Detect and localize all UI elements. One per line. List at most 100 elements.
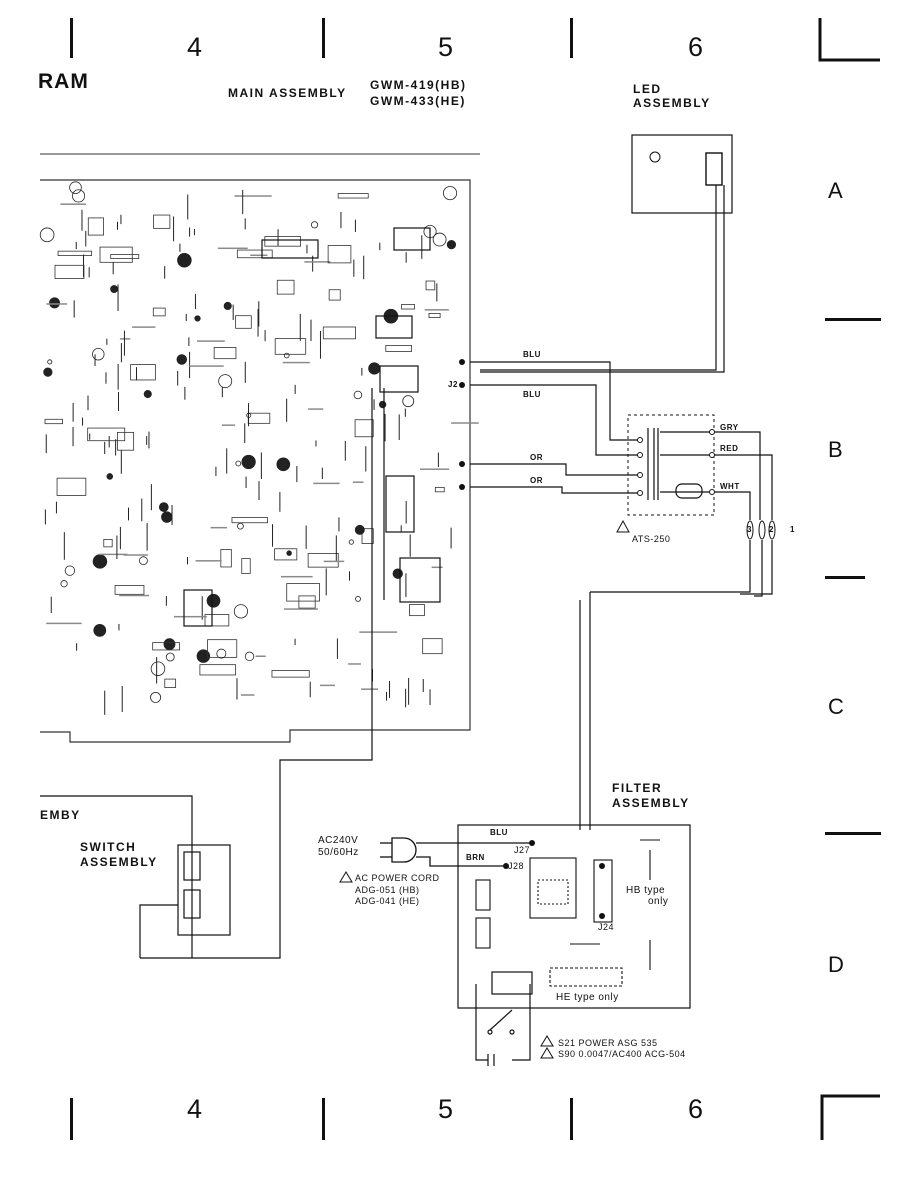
board-component-mark xyxy=(143,390,152,399)
wiring-harness xyxy=(140,185,773,959)
board-component-mark xyxy=(54,264,85,279)
column-number-top-4: 4 xyxy=(187,32,203,62)
board-component-mark xyxy=(348,663,361,665)
filter-wire-blu: BLU xyxy=(490,828,508,837)
column-number-bottom-5: 5 xyxy=(438,1094,454,1124)
led-symbol xyxy=(649,151,661,163)
board-component-mark xyxy=(247,412,271,424)
board-component-mark xyxy=(235,460,242,467)
wire-label-or-1: OR xyxy=(530,453,543,462)
board-component-mark xyxy=(246,412,252,418)
board-component-mark xyxy=(69,181,82,194)
wire-label-wht: WHT xyxy=(720,482,740,491)
board-component-mark xyxy=(401,304,415,310)
board-component-mark xyxy=(92,554,108,569)
board-component-mark xyxy=(378,400,387,409)
board-component-mark xyxy=(328,289,341,301)
board-component-mark xyxy=(221,424,236,426)
board-component-mark xyxy=(322,326,356,340)
board-component-mark xyxy=(165,652,175,662)
board-component-mark xyxy=(217,247,248,250)
board-component-mark xyxy=(196,649,211,663)
board-component-mark xyxy=(130,364,156,381)
filter-components xyxy=(475,839,660,987)
board-component-mark xyxy=(49,297,61,309)
board-component-mark xyxy=(119,594,150,597)
switch-assembly-box xyxy=(40,795,231,958)
pin-ovals xyxy=(746,520,776,540)
board-component-mark xyxy=(241,558,251,574)
bottom-tick-5-left xyxy=(322,1098,325,1140)
board-component-mark xyxy=(276,457,291,472)
board-component-mark xyxy=(313,482,340,485)
board-component-mark xyxy=(164,678,177,688)
board-component-mark xyxy=(286,550,292,556)
board-component-mark xyxy=(392,568,403,579)
board-component-mark xyxy=(361,688,378,690)
board-component-mark xyxy=(177,252,192,268)
power-switch-note-1: S21 POWER ASG 535 xyxy=(558,1038,658,1048)
filter-he-note: HE type only xyxy=(556,992,619,1003)
main-board xyxy=(40,153,480,743)
board-component-mark xyxy=(194,315,201,322)
board-component-mark xyxy=(420,468,450,470)
row-separator-bc xyxy=(825,576,865,579)
switch-assembly-fragment: EMBY xyxy=(40,808,81,822)
column-number-bottom-6: 6 xyxy=(688,1094,704,1124)
board-component-mark xyxy=(354,524,365,535)
board-component-mark xyxy=(87,427,126,442)
board-component-mark xyxy=(44,418,64,425)
board-component-mark xyxy=(422,638,443,655)
wire-label-red: RED xyxy=(720,444,739,453)
board-component-mark xyxy=(244,651,255,662)
board-component-mark xyxy=(199,664,237,676)
board-component-mark xyxy=(428,312,441,319)
filter-hb-note-2: only xyxy=(648,896,669,907)
warning-triangles xyxy=(339,519,630,1059)
board-component-mark xyxy=(99,553,128,556)
main-assembly-label: MAIN ASSEMBLY xyxy=(228,86,347,100)
ac-input-label-2: 50/60Hz xyxy=(318,847,359,858)
board-component-mark xyxy=(359,631,398,633)
board-component-mark xyxy=(236,249,273,259)
board-component-mark xyxy=(424,309,449,311)
board-component-mark xyxy=(93,623,107,637)
main-assembly-part-hb: GWM-419(HB) xyxy=(370,78,467,92)
board-ic xyxy=(375,315,413,339)
board-component-mark xyxy=(431,566,443,569)
power-cord-label-2: ADG-051 (HB) xyxy=(355,885,420,895)
board-component-mark xyxy=(280,575,313,578)
filter-assembly-box xyxy=(457,824,691,1009)
board-component-mark xyxy=(207,639,238,658)
ac-wiring xyxy=(380,837,532,867)
board-component-mark xyxy=(283,608,318,610)
board-component-mark xyxy=(451,422,479,424)
board-component-mark xyxy=(276,279,295,295)
board-component-mark xyxy=(432,232,447,247)
filter-assembly-label-1: FILTER xyxy=(612,781,663,795)
board-component-mark xyxy=(274,338,307,355)
board-component-mark xyxy=(361,528,374,544)
wire-label-blu-2: BLU xyxy=(523,390,541,399)
board-component-mark xyxy=(39,227,55,243)
column-number-top-6: 6 xyxy=(688,32,704,62)
row-letter-d: D xyxy=(828,952,844,977)
led-assembly-label-1: LED xyxy=(633,82,662,96)
corner-mark-bottom-right xyxy=(820,1094,880,1140)
board-component-mark xyxy=(319,684,335,687)
row-separator-ab xyxy=(825,318,881,321)
connector-label-j2: J2 xyxy=(448,380,458,389)
bottom-tick-4-left xyxy=(70,1098,73,1140)
wire-label-gry: GRY xyxy=(720,423,739,432)
board-component-mark xyxy=(189,365,224,367)
board-component-mark xyxy=(241,454,256,470)
board-component-mark xyxy=(161,511,173,523)
board-component-mark xyxy=(106,473,114,480)
row-letter-b: B xyxy=(828,437,843,462)
pin-label-2: 2 xyxy=(769,525,774,534)
board-component-mark xyxy=(355,596,361,602)
board-component-mark xyxy=(139,556,148,566)
board-component-mark xyxy=(158,502,169,512)
row-letter-a: A xyxy=(828,178,843,203)
